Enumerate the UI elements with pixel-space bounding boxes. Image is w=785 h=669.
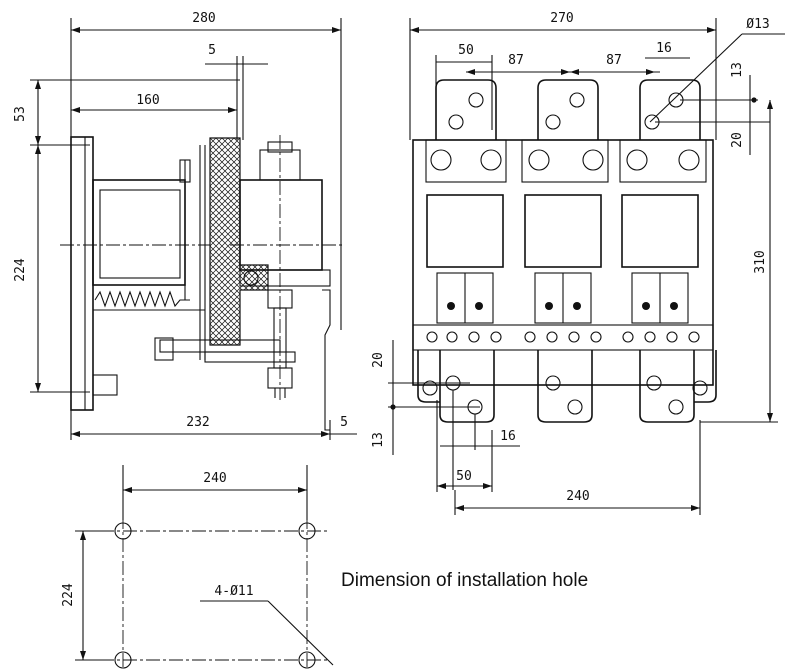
install-hole-tl <box>114 522 132 540</box>
dim-front-width-270: 270 <box>550 11 573 26</box>
dim-install-224: 224 <box>61 583 76 607</box>
dim-front-top-20: 20 <box>730 132 745 148</box>
side-view: 280 5 160 53 224 <box>13 11 357 440</box>
install-hole-bl <box>114 651 132 669</box>
install-hole-view: 240 224 4-Ø11 <box>61 465 334 669</box>
dim-side-top-53: 53 <box>13 106 28 122</box>
pole-3 <box>619 79 707 324</box>
dim-front-mount-240: 240 <box>566 489 589 504</box>
dim-front-bottom-terminal-16: 16 <box>500 429 516 444</box>
dim-front-hole-13: Ø13 <box>746 17 769 32</box>
dim-side-height-224: 224 <box>13 258 28 282</box>
dim-front-bottom-13: 13 <box>371 432 386 448</box>
dim-install-240: 240 <box>203 471 226 486</box>
dim-front-bottom-pitch-50: 50 <box>456 469 472 484</box>
pole-1 <box>425 79 507 324</box>
dim-front-height-310: 310 <box>753 250 768 273</box>
dim-front-top-13: 13 <box>730 62 745 78</box>
install-hole-tr <box>298 522 316 540</box>
dim-front-pitch-87a: 87 <box>508 53 524 68</box>
dim-side-width-280: 280 <box>192 11 215 26</box>
dim-front-pitch-50: 50 <box>458 43 474 58</box>
dim-side-terminal-5: 5 <box>340 415 348 430</box>
install-hole-br <box>298 651 316 669</box>
dim-side-base-232: 232 <box>186 415 209 430</box>
dim-side-coil-160: 160 <box>136 93 159 108</box>
dim-front-bottom-20: 20 <box>371 352 386 368</box>
dim-side-offset-5: 5 <box>208 43 216 58</box>
install-caption: Dimension of installation hole <box>341 570 589 591</box>
pole-2 <box>521 79 609 324</box>
dim-front-pitch-87b: 87 <box>606 53 622 68</box>
dim-install-hole-spec: 4-Ø11 <box>214 584 253 599</box>
dim-front-terminal-16: 16 <box>656 41 672 56</box>
front-view: 270 50 87 87 16 Ø13 13 20 310 <box>371 11 785 515</box>
terminal-row <box>426 331 700 343</box>
